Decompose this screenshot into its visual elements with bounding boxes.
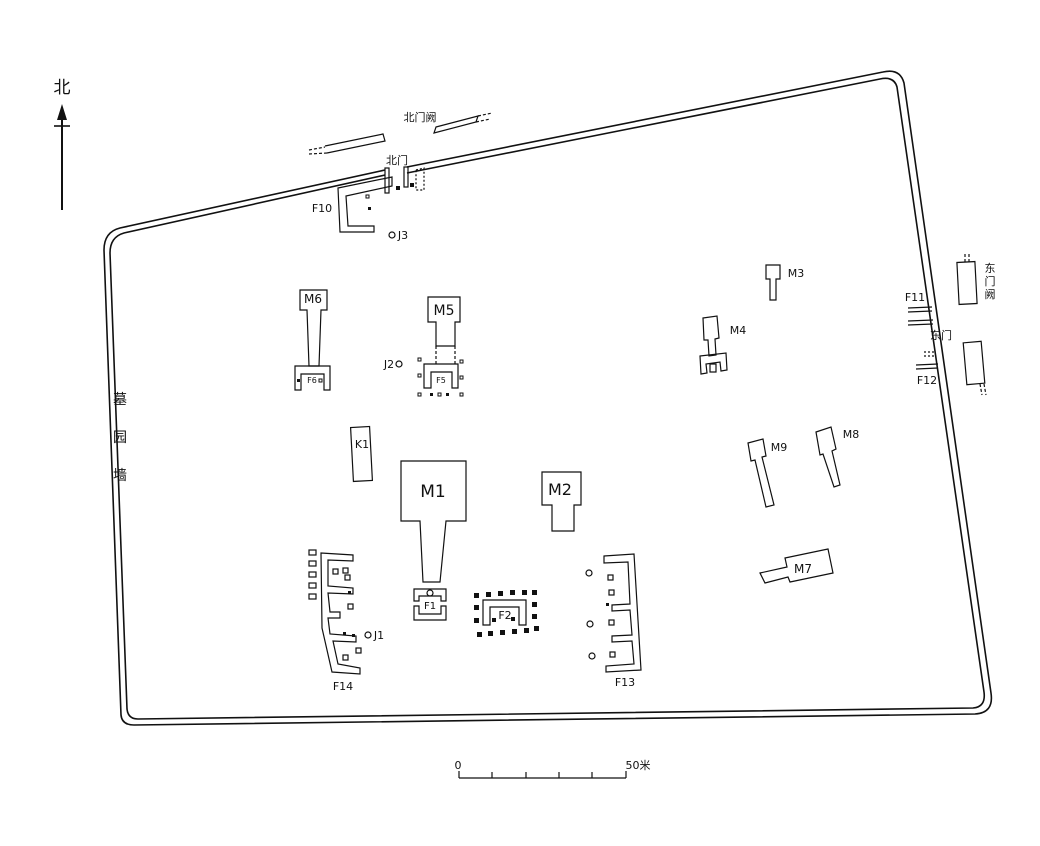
- building-f14: [308, 549, 362, 675]
- north-gate-tower-label: 北门阙: [404, 110, 437, 124]
- north-gate-label: 北门: [386, 153, 408, 167]
- k1-label: K1: [355, 438, 369, 451]
- building-f10: [337, 176, 393, 233]
- m1-label: M1: [420, 482, 445, 502]
- tomb-m4: [699, 315, 728, 375]
- m7-label: M7: [794, 562, 812, 576]
- f10-label: F10: [312, 202, 332, 215]
- wall-label-char-1: 墓: [113, 392, 127, 408]
- well-j1: [364, 631, 372, 639]
- north-gate-tower: [308, 112, 493, 155]
- scale-end-label: 50米: [626, 759, 651, 772]
- m9-label: M9: [771, 441, 788, 454]
- north-label: 北: [54, 78, 71, 98]
- east-gate-label: 东门: [930, 328, 952, 342]
- m3-label: M3: [788, 267, 805, 280]
- scale-bar: [458, 771, 627, 779]
- scale-start-label: 0: [455, 759, 462, 772]
- east-gate-tower: [956, 252, 987, 396]
- tomb-m7: [759, 548, 834, 584]
- m8-label: M8: [843, 428, 860, 441]
- well-j2: [395, 360, 403, 368]
- tomb-m9: [747, 438, 775, 508]
- wall-label-char-3: 墙: [113, 468, 127, 484]
- tomb-m8: [815, 426, 841, 488]
- cemetery-wall: [103, 70, 993, 726]
- tomb-m6: [294, 289, 331, 391]
- north-arrow-icon: [54, 104, 70, 210]
- wall-label-char-2: 园: [113, 430, 127, 446]
- east-gate-tower-char-2: 门: [985, 274, 996, 288]
- east-gate-tower-char-3: 阙: [985, 288, 996, 301]
- building-f1: [413, 588, 447, 621]
- east-gate-tower-char-1: 东: [985, 262, 996, 275]
- f5-label: F5: [436, 376, 446, 385]
- building-f13: [585, 553, 642, 673]
- f1-label: F1: [424, 601, 436, 612]
- m5-label: M5: [434, 303, 455, 319]
- j1-label: J1: [373, 629, 384, 642]
- tomb-m5: [417, 296, 464, 397]
- f13-label: F13: [615, 676, 635, 689]
- m2-label: M2: [548, 480, 572, 499]
- f6-label: F6: [307, 376, 317, 385]
- north-gate-posts: [384, 166, 425, 194]
- f11-label: F11: [905, 291, 925, 304]
- f12-label: F12: [917, 374, 937, 387]
- m4-label: M4: [730, 324, 747, 337]
- j3-label: J3: [397, 229, 408, 242]
- f2-label: F2: [498, 609, 511, 622]
- m6-label: M6: [304, 292, 322, 306]
- pit-k1: [349, 425, 374, 483]
- well-j3: [388, 231, 396, 239]
- tomb-m3: [765, 264, 781, 301]
- tomb-m1: [400, 460, 467, 583]
- east-gate-area: [907, 306, 939, 370]
- f14-label: F14: [333, 680, 353, 693]
- building-f2: [474, 590, 539, 637]
- tomb-m2: [541, 471, 582, 532]
- j2-label: J2: [383, 358, 394, 371]
